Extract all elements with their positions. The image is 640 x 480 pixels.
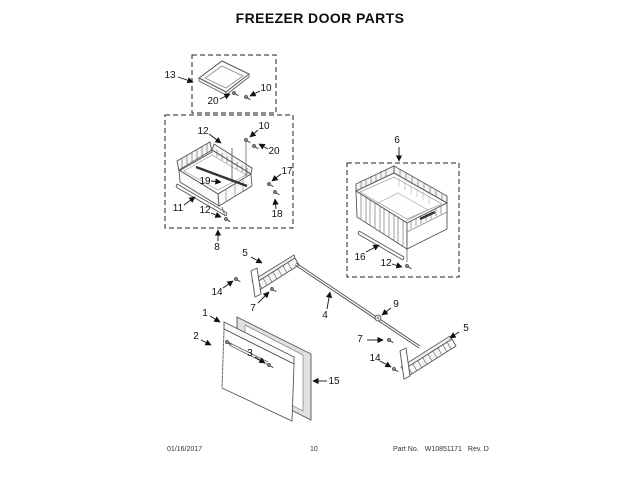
screw-20 — [231, 90, 239, 97]
screw-12-basket — [404, 263, 412, 270]
callout-12-frame: 12 — [197, 126, 209, 137]
screw-7-right — [386, 337, 394, 344]
screw-10 — [243, 94, 251, 101]
callout-7-left: 7 — [250, 303, 256, 314]
footer-part-info: Part No. W10851171 Rev. D — [393, 446, 495, 453]
door-front-panel — [221, 328, 295, 422]
tilt-rod — [294, 262, 421, 349]
callout-2: 2 — [193, 331, 199, 342]
trim-rail-11 — [175, 183, 228, 217]
callout-20-frame: 20 — [268, 146, 280, 157]
footer-revision: Rev. D — [467, 446, 489, 453]
dashed-box-frame — [164, 114, 294, 229]
door-panel-assembly — [221, 316, 312, 422]
callout-13: 13 — [164, 70, 176, 81]
callout-14-left: 14 — [211, 287, 223, 298]
callout-3: 3 — [247, 348, 253, 359]
callout-16: 16 — [354, 252, 366, 263]
footer-part-label: Part No. — [393, 446, 419, 453]
callout-5-left: 5 — [242, 248, 248, 259]
footer-part-number: W10851171 — [424, 446, 462, 453]
callout-labels: 13 20 10 12 10 20 17 19 11 12 18 8 6 16 … — [164, 70, 469, 387]
page-title: FREEZER DOOR PARTS — [235, 10, 405, 26]
callout-12-frame2: 12 — [199, 205, 211, 216]
callout-10-shelf: 10 — [260, 83, 272, 94]
screw-17 — [266, 181, 274, 188]
callout-6: 6 — [394, 135, 400, 146]
screw-7-left — [269, 286, 277, 293]
screw-18 — [272, 189, 280, 196]
callout-arrows — [177, 76, 460, 385]
callout-20-shelf: 20 — [207, 96, 219, 107]
callout-7-right: 7 — [357, 334, 363, 345]
basket-rail-16 — [357, 230, 405, 261]
callout-4: 4 — [322, 310, 328, 321]
callout-5-right: 5 — [463, 323, 469, 334]
callout-12-basket: 12 — [380, 258, 392, 269]
screw-14-left — [233, 276, 241, 283]
screw-14-right — [391, 366, 399, 373]
shelf-insert-assembly — [191, 54, 277, 114]
callout-18: 18 — [271, 209, 283, 220]
callout-9: 9 — [393, 299, 399, 310]
callout-11: 11 — [173, 203, 184, 214]
screw-12-frame — [223, 216, 231, 223]
callout-19: 19 — [199, 176, 211, 187]
callout-17: 17 — [281, 166, 293, 177]
callout-10-frame: 10 — [258, 121, 270, 132]
freezer-basket-assembly — [346, 162, 460, 278]
footer-date: 01/16/2017 — [167, 446, 203, 453]
callout-15: 15 — [328, 376, 340, 387]
callout-1: 1 — [202, 308, 208, 319]
slide-bracket-left — [233, 254, 300, 298]
callout-14-right: 14 — [369, 353, 381, 364]
footer-page-number: 10 — [310, 446, 318, 453]
basket-handle-slot — [419, 210, 436, 221]
callout-8: 8 — [214, 242, 220, 253]
divider-rod-19 — [195, 165, 248, 188]
door-tray-frame-assembly — [164, 114, 294, 229]
dashed-box-basket — [346, 162, 460, 278]
slide-bracket-right — [386, 335, 457, 380]
dashed-box-shelf — [191, 54, 277, 114]
